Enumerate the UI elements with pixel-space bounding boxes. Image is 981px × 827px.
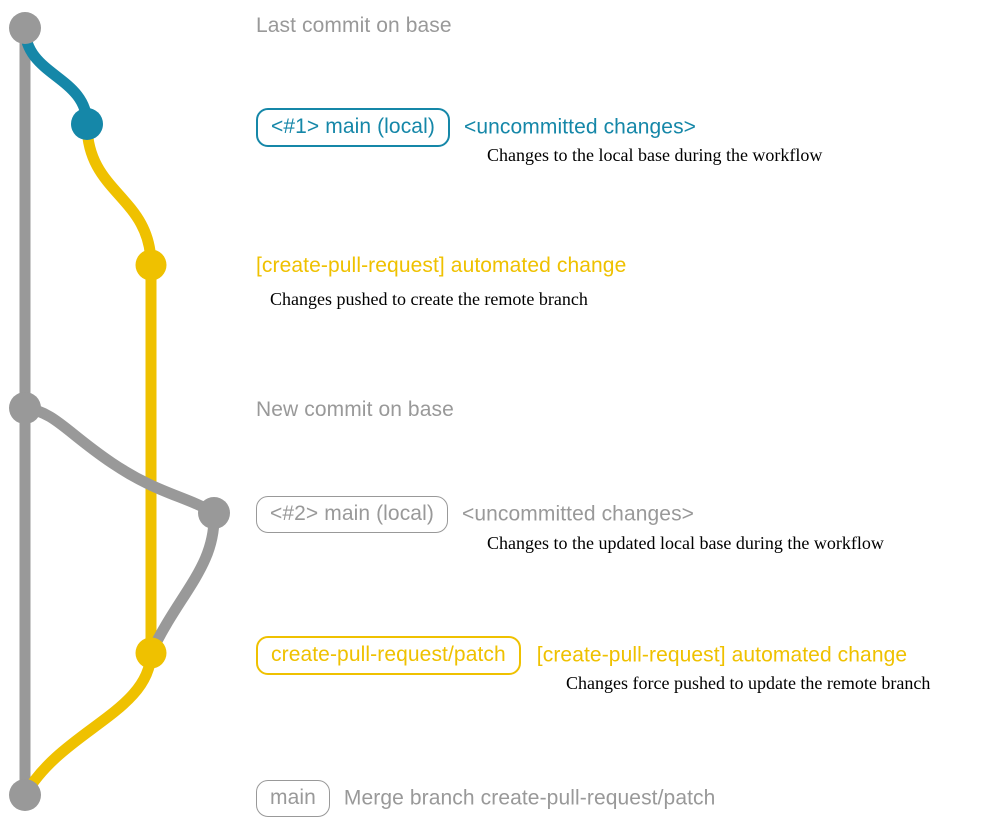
commit-node-patch-1[interactable] (135, 249, 167, 281)
commit-subject-automated-change-2: [create-pull-request] automated change (536, 643, 908, 667)
commit-subject-new-commit-on-base: New commit on base (256, 398, 454, 421)
commit-subject-local-1: <uncommitted changes> (463, 115, 697, 139)
row-automated-change-2: create-pull-request/patch [create-pull-re… (256, 636, 907, 675)
branch-pill-create-pull-request-patch[interactable]: create-pull-request/patch (256, 636, 521, 675)
edge-local1-to-patch1 (81, 118, 157, 271)
commit-subject-last-commit-on-base: Last commit on base (256, 14, 452, 37)
commit-subject-merge: Merge branch create-pull-request/patch (343, 786, 716, 810)
edge-local2-to-patch2 (145, 507, 220, 659)
commit-body-automated-change-1: Changes pushed to create the remote bran… (270, 289, 588, 309)
edge-base2-to-local2 (19, 402, 220, 519)
row-last-commit-on-base: Last commit on base (256, 14, 452, 38)
commit-body-automated-change-2: Changes force pushed to update the remot… (566, 673, 931, 693)
commit-body-local-1: Changes to the local base during the wor… (487, 145, 823, 165)
branch-pill-main-local-2[interactable]: <#2> main (local) (256, 496, 448, 533)
row-automated-change-1: [create-pull-request] automated change (256, 254, 626, 278)
commit-subject-automated-change-1: [create-pull-request] automated change (256, 254, 627, 277)
branch-pill-main[interactable]: main (256, 780, 330, 817)
branch-pill-main-local-1[interactable]: <#1> main (local) (256, 108, 450, 147)
row-new-commit-on-base: New commit on base (256, 398, 454, 422)
commit-node-base-new[interactable] (9, 392, 41, 424)
row-local-2: <#2> main (local) <uncommitted changes> (256, 496, 694, 533)
commit-node-base-last[interactable] (9, 12, 41, 44)
row-local-1: <#1> main (local) <uncommitted changes> (256, 108, 696, 147)
commit-subject-local-2: <uncommitted changes> (461, 502, 695, 526)
commit-body-local-2: Changes to the updated local base during… (487, 533, 884, 553)
commit-node-local-1[interactable] (71, 108, 103, 140)
commit-node-patch-2[interactable] (135, 637, 167, 669)
edge-patch2-to-merge (19, 647, 157, 801)
commit-node-merge[interactable] (9, 779, 41, 811)
commit-node-local-2[interactable] (198, 497, 230, 529)
row-merge-commit: main Merge branch create-pull-request/pat… (256, 780, 715, 817)
